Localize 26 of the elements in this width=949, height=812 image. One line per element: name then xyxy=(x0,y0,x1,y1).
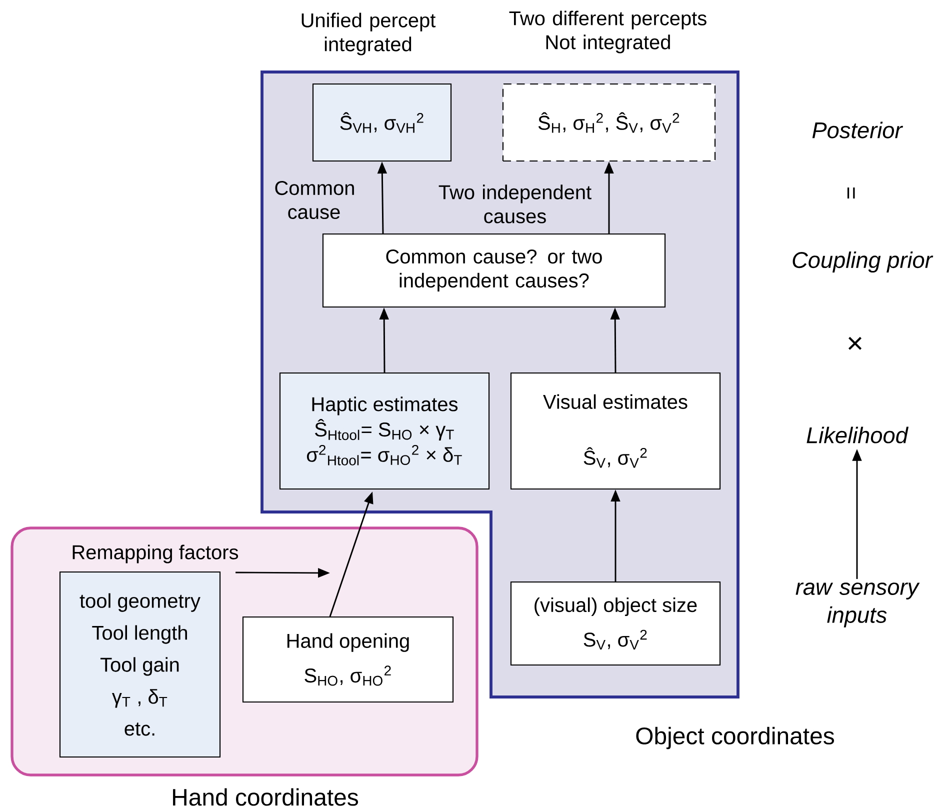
region-title: Object coordinates xyxy=(636,726,834,750)
input-box: (visual) object size S$_{V}$, σ$_{V}$2 xyxy=(510,581,721,666)
side-label: Posterior xyxy=(812,122,904,138)
side-label: Coupling prior xyxy=(792,251,934,273)
region-title: Hand coordinates xyxy=(173,788,358,806)
times-sign: × xyxy=(848,336,862,350)
percept-caption: Unified percept integrated xyxy=(302,12,436,56)
edge-label: Common cause xyxy=(272,180,356,220)
estimate-box: Haptic estimates Ŝ$_{Htool}$= S$_{HO}$ × γ$_{T}$ σ$^{2}$$_{Htool}$= σ$_{HO}$$^{2}$ × δ$_{T}$ xyxy=(279,372,490,490)
parameter-box: tool geometry Tool length Tool gain γ$_{T}$ , δ$_{T}$ etc. xyxy=(59,571,221,758)
box-heading: Remapping factors xyxy=(72,544,238,564)
input-box: Hand opening S$_{HO}$, σ$_{HO}$2 xyxy=(242,616,454,703)
estimate-box: Visual estimates Ŝ$_{V}$, σ$_{V}$2 xyxy=(510,372,721,490)
node-label: Tool length xyxy=(92,625,187,644)
node-label: etc. xyxy=(124,722,154,736)
decision-box: Common cause? or two independent causes? xyxy=(322,233,666,308)
side-label: raw sensory inputs xyxy=(796,582,920,628)
equals-sign: = xyxy=(847,188,855,198)
edge-label: Two independent causes xyxy=(434,183,596,225)
node-label: γ$_{T}$ , δ$_{T}$ xyxy=(112,689,168,708)
node-label: Tool gain xyxy=(100,657,179,676)
percept-caption: Two different percepts Not integrated xyxy=(509,10,706,54)
node-label: tool geometry xyxy=(80,593,200,612)
side-label: Likelihood xyxy=(806,426,909,444)
estimate-box: Ŝ$_{VH}$, σ$_{VH}$2 xyxy=(312,83,452,162)
estimate-box: Ŝ$_{H}$, σ$_{H}$$^{2}$, Ŝ$_{V}$, σ$_{V}$2 xyxy=(502,83,716,162)
